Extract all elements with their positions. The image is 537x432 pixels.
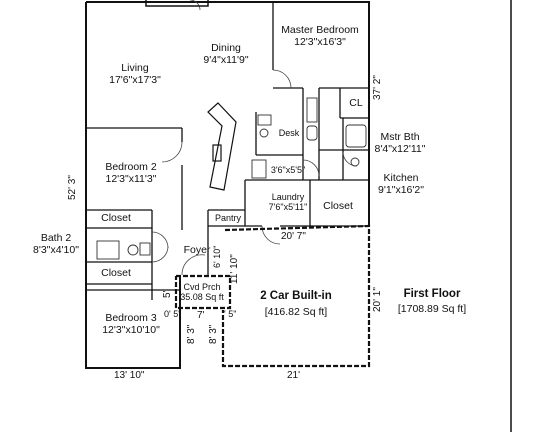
dim-left-52-3: 52' 3" (67, 175, 78, 200)
dim-porch-8-3-b: 8' 3" (208, 324, 219, 344)
dining-label: Dining 9'4"x11'9" (203, 42, 249, 66)
bedroom2-label: Bedroom 2 12'3"x11'3" (105, 161, 157, 185)
desk-label: Desk (278, 128, 300, 138)
dim-foyer-5: 5' (162, 290, 173, 298)
dim-porch-8-3-a: 8' 3" (186, 324, 197, 344)
pantry-label: Pantry (214, 213, 242, 223)
closet-top-label: Closet (101, 212, 131, 224)
closet-bottom-label: Closet (101, 267, 131, 279)
kitchen-label: Kitchen 9'1"x16'2" (378, 172, 424, 196)
dim-porch-7: 7' (197, 310, 205, 321)
dim-garage-top: 20' 7" (281, 231, 306, 242)
living-label: Living 17'6"x17'3" (109, 62, 161, 86)
dim-foyer-6-10: 6' 10" (212, 245, 222, 268)
interior-walls (86, 2, 369, 300)
dim-bottom-13-10: 13' 10" (114, 370, 145, 381)
laundry-label: Laundry 7'6"x5'11" (268, 192, 308, 212)
dim-garage-left: 11' 10" (229, 254, 240, 284)
floor-title: First Floor [1708.89 Sq ft] (397, 288, 467, 315)
foyer-label: Foyer (183, 244, 211, 256)
bedroom3-label: Bedroom 3 12'3"x10'10" (102, 312, 160, 336)
top-room-fragment (145, 0, 209, 7)
dim-garage-right: 20' 1" (372, 287, 383, 312)
dim-bottom-21: 21' (287, 370, 301, 381)
closet-kitchen-label: Closet (323, 200, 353, 212)
mstr-bth-label: Mstr Bth 8'4"x12'11" (374, 131, 426, 155)
dim-porch-0-5: 0' 5" (164, 309, 182, 319)
kitchen-island (207, 102, 237, 191)
door-swings (151, 0, 358, 276)
bath2-label: Bath 2 8'3"x4'10" (33, 232, 79, 256)
fixtures (96, 97, 367, 260)
garage-label: 2 Car Built-in [416.82 Sq ft] (260, 290, 332, 318)
master-bedroom-label: Master Bedroom 12'3"x16'3" (281, 24, 359, 48)
small-pantry-dims: 3'6"x5'5" (270, 165, 306, 175)
cvd-prch-label: Cvd Prch 35.08 Sq ft (180, 282, 224, 302)
dim-garage-5: ' 5" (224, 309, 237, 319)
cl-label: CL (349, 97, 363, 109)
dim-right-37-2: 37' 2" (372, 75, 383, 100)
garage-outline (174, 2, 371, 368)
